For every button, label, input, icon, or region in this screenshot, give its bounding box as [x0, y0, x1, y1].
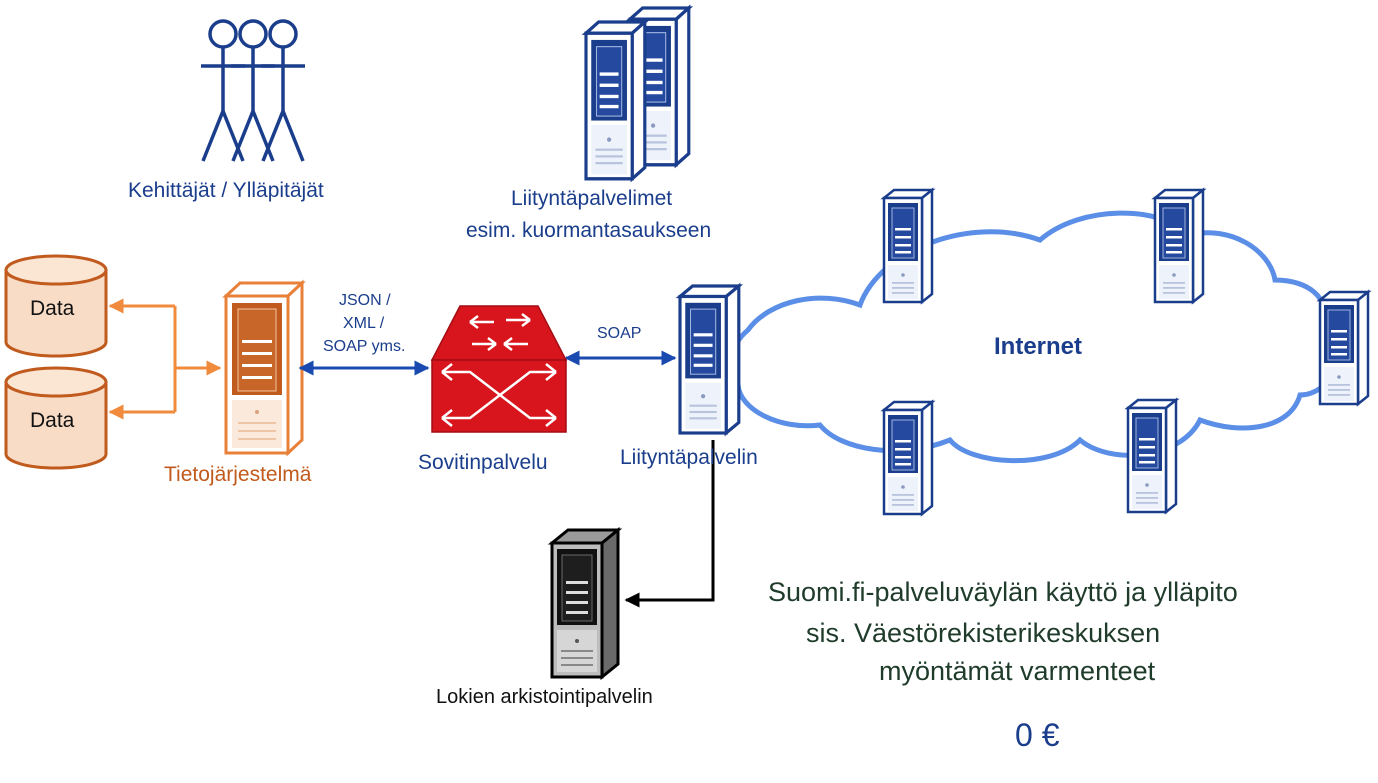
adapter-service-label: Sovitinpalvelu — [418, 451, 548, 474]
protocols-label-line3: SOAP yms. — [323, 338, 406, 355]
developers-label: Kehittäjät / Ylläpitäjät — [128, 179, 324, 202]
data-storage-bottom-icon — [4, 366, 108, 470]
data-top-label: Data — [30, 297, 75, 320]
gateway-server-label: Liityntäpalvelin — [620, 446, 758, 469]
data-connectors — [108, 298, 222, 420]
information-system-label: Tietojärjestelmä — [164, 463, 312, 486]
data-storage-top-icon — [4, 254, 108, 358]
log-archive-label: Lokien arkistointipalvelin — [436, 686, 653, 708]
gateway-servers-label-line1: Liityntäpalvelimet — [511, 187, 673, 210]
log-archive-connector — [624, 440, 715, 608]
gateway-servers-label-line2: esim. kuormantasaukseen — [466, 219, 712, 242]
cost-value: 0 € — [1015, 717, 1060, 753]
cost-label-line3: myöntämät varmenteet — [879, 656, 1156, 686]
internet-cloud — [728, 210, 1343, 464]
data-bottom-label: Data — [30, 409, 75, 432]
soap-label: SOAP — [597, 325, 642, 342]
developers-icon — [199, 19, 307, 163]
gateway-server-icon — [678, 284, 741, 435]
adapter-service-icon — [430, 305, 568, 433]
cost-label-line2: sis. Väestörekisterikeskuksen — [806, 618, 1161, 648]
protocols-label-line1: JSON / — [339, 292, 391, 309]
information-system-server-icon — [222, 279, 306, 457]
log-archive-server-icon — [547, 526, 623, 681]
internet-servers — [882, 188, 1370, 516]
gateway-servers-icon — [584, 6, 691, 181]
cost-label-line1: Suomi.fi-palveluväylän käyttö ja ylläpit… — [768, 577, 1238, 607]
internet-label: Internet — [994, 333, 1083, 360]
protocols-label-line2: XML / — [343, 315, 385, 332]
